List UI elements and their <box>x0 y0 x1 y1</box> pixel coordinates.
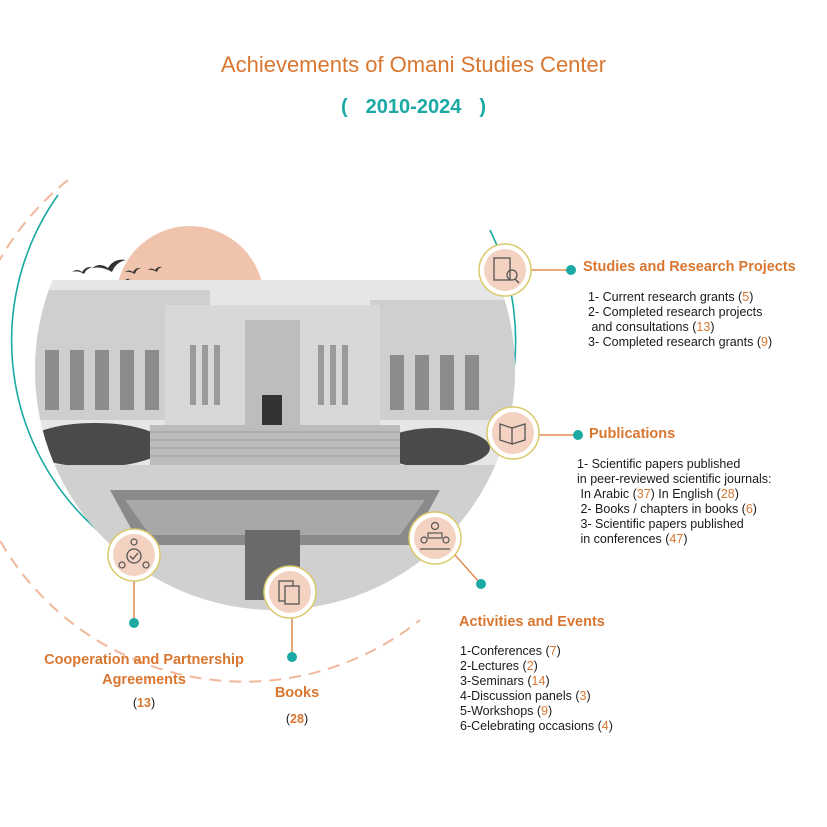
cooperation-title: Cooperation and Partnership Agreements <box>44 652 244 688</box>
open-paren: ( <box>341 96 348 118</box>
research-title: Studies and Research Projects <box>583 259 796 275</box>
books-title: Books <box>274 685 320 701</box>
publications-list: 1- Scientific papers published in peer-r… <box>577 457 772 547</box>
list-item: 3-Seminars (14) <box>460 674 550 688</box>
books-count: (28) <box>285 712 309 726</box>
list-item: 1- Scientific papers published <box>577 457 741 471</box>
publications-title: Publications <box>589 426 676 442</box>
meeting-people-icon <box>408 511 462 565</box>
books-icon <box>263 565 317 619</box>
list-item: 6-Celebrating occasions (4) <box>460 719 613 733</box>
partnership-network-icon <box>107 528 161 582</box>
birds-icon <box>72 259 162 283</box>
open-book-icon <box>486 406 540 460</box>
list-item: in conferences (47) <box>577 532 688 546</box>
dashed-arc <box>0 179 421 683</box>
building-photo <box>35 280 515 610</box>
year-range-text: 2010-2024 <box>365 96 462 118</box>
list-item: 4-Discussion panels (3) <box>460 689 591 703</box>
list-item: 5-Workshops (9) <box>460 704 553 718</box>
year-range: (2010-2024) <box>0 96 827 119</box>
list-item: 1- Current research grants (5) <box>588 290 754 304</box>
list-item: 1-Conferences (7) <box>460 644 561 658</box>
list-item: 2- Completed research projects <box>588 305 763 319</box>
list-item: and consultations (13) <box>588 320 715 334</box>
activities-list: 1-Conferences (7) 2-Lectures (2) 3-Semin… <box>460 644 613 734</box>
list-item: 3- Completed research grants (9) <box>588 335 773 349</box>
document-search-icon <box>478 243 532 297</box>
page-title: Achievements of Omani Studies Center <box>220 52 607 77</box>
research-list: 1- Current research grants (5) 2- Comple… <box>588 290 772 350</box>
list-item: 2- Books / chapters in books (6) <box>577 502 757 516</box>
activities-title: Activities and Events <box>459 614 605 630</box>
list-item: 3- Scientific papers published <box>577 517 744 531</box>
close-paren: ) <box>479 96 486 118</box>
list-item: In Arabic (37) In English (28) <box>577 487 739 501</box>
list-item: 2-Lectures (2) <box>460 659 538 673</box>
cooperation-count: (13) <box>132 696 156 710</box>
list-item: in peer-reviewed scientific journals: <box>577 472 772 486</box>
